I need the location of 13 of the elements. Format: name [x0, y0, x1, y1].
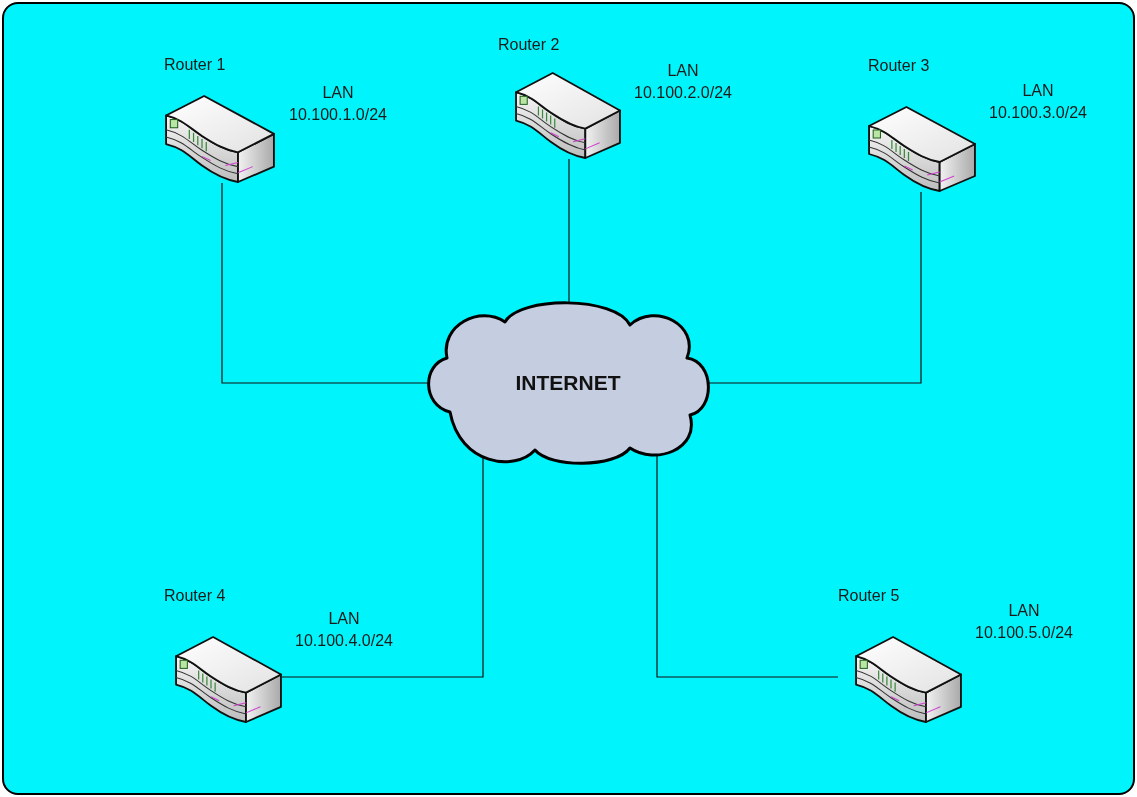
router-label: Router 5 — [838, 586, 900, 606]
subnet-label: LAN 10.100.5.0/24 — [974, 601, 1074, 643]
router-label: Router 3 — [868, 56, 930, 76]
cloud-label: INTERNET — [515, 370, 621, 396]
network-link — [568, 158, 570, 304]
network-link — [707, 191, 922, 384]
router-label: Router 4 — [164, 586, 226, 606]
subnet-label: LAN 10.100.4.0/24 — [294, 609, 394, 651]
subnet-label: LAN 10.100.2.0/24 — [633, 61, 733, 103]
router-label: Router 2 — [498, 35, 560, 55]
router-label: Router 1 — [164, 55, 226, 75]
subnet-label: LAN 10.100.1.0/24 — [288, 83, 388, 125]
subnet-label: LAN 10.100.3.0/24 — [988, 81, 1088, 123]
